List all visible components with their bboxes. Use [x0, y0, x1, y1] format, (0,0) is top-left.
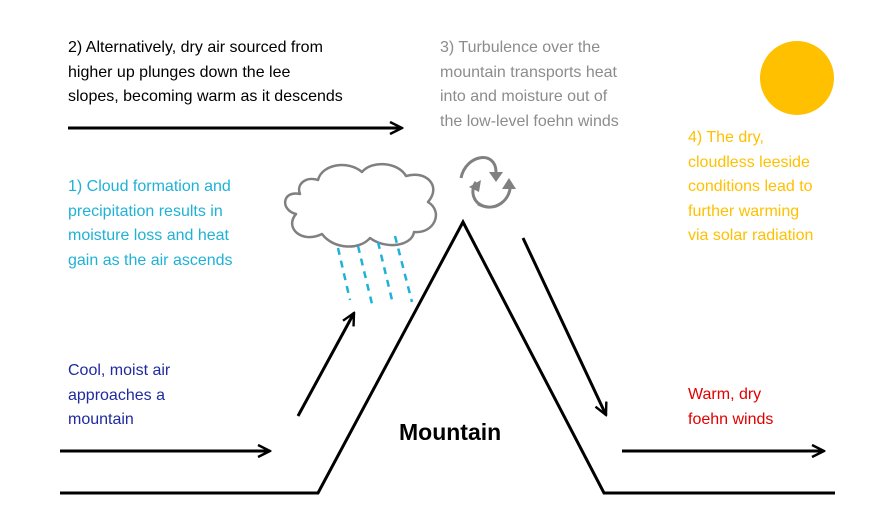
cloud-icon	[284, 163, 438, 248]
sun-icon	[760, 41, 834, 115]
descending-air-arrow	[521, 237, 606, 415]
foehn-winds-label: Warm, dry foehn winds	[688, 386, 774, 428]
mountain-outline	[60, 218, 835, 495]
descent-explanation-label: 2) Alternatively, dry air sourced from h…	[68, 39, 343, 105]
ascending-air-arrow	[296, 313, 356, 417]
rain-icon	[336, 235, 414, 305]
cool-air-label: Cool, moist air approaches a mountain	[68, 362, 171, 428]
solar-warming-label: 4) The dry, cloudless leeside conditions…	[688, 129, 814, 244]
mountain-label: Mountain	[399, 419, 502, 445]
turbulence-swirl-icon	[459, 156, 516, 209]
turbulence-explanation-label: 3) Turbulence over the mountain transpor…	[440, 39, 619, 130]
cloud-formation-label: 1) Cloud formation and precipitation res…	[68, 178, 233, 269]
